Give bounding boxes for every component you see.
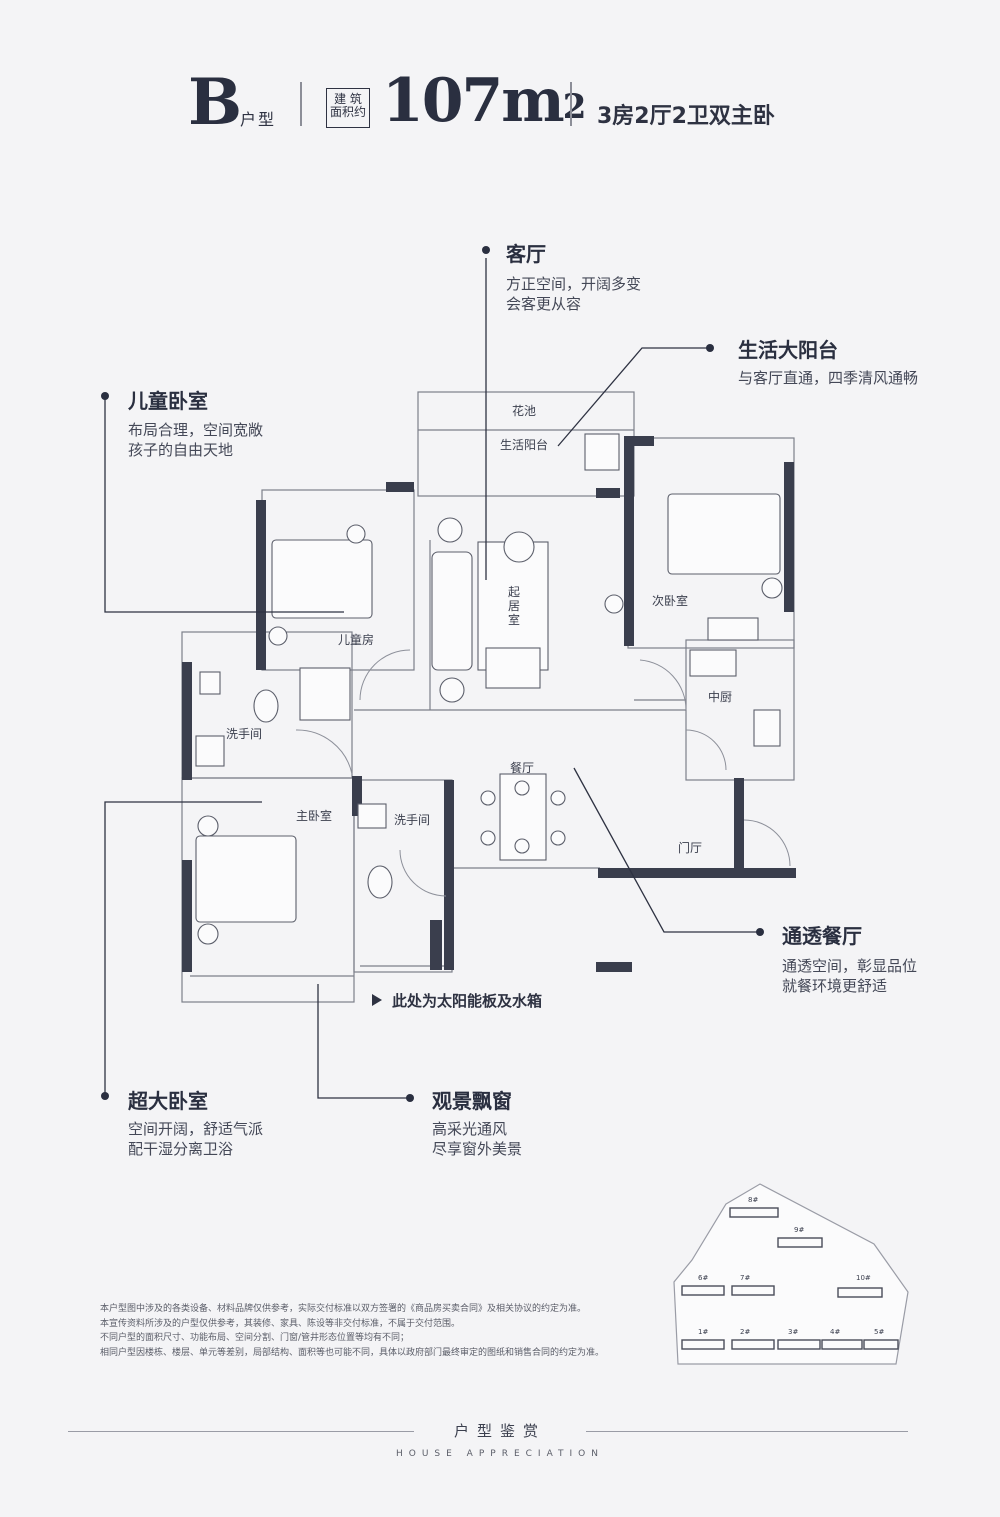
leader-balcony bbox=[557, 347, 708, 447]
footer-title-en: HOUSE APPRECIATION bbox=[395, 1449, 604, 1459]
building-3: 3# bbox=[788, 1328, 798, 1336]
label-second-bedroom: 次卧室 bbox=[652, 593, 688, 608]
callout-dining-title: 通透餐厅 bbox=[782, 924, 862, 948]
callout-dot-balcony bbox=[706, 344, 714, 352]
callout-living-line2: 会客更从容 bbox=[506, 295, 582, 313]
layout-desc: 3房2厅2卫双主卧 bbox=[597, 104, 775, 129]
site-map: 8# 9# 6# 7# 10# 1# 2# 3# 4# 5# bbox=[673, 1183, 909, 1365]
solar-arrow-icon bbox=[372, 994, 382, 1006]
unit-type-label: 户型 bbox=[240, 110, 277, 129]
toilet-1 bbox=[253, 689, 279, 723]
header-divider bbox=[300, 82, 302, 126]
wardrobe bbox=[299, 667, 351, 721]
label-living-2: 居 bbox=[508, 599, 520, 613]
basin-2 bbox=[357, 803, 387, 829]
building-8: 8# bbox=[748, 1196, 758, 1204]
disclaimer-line4: 相同户型因楼栋、楼层、单元等差别，局部结构、面积等也可能不同，具体以政府部门最终… bbox=[100, 1347, 605, 1358]
callout-balcony-line1: 与客厅直通，四季清风通畅 bbox=[738, 369, 919, 387]
stove bbox=[689, 649, 737, 677]
area-sup: 2 bbox=[562, 87, 587, 127]
area-number: 107m bbox=[382, 66, 565, 136]
door-swings bbox=[295, 649, 791, 897]
callout-balcony-title: 生活大阳台 bbox=[738, 338, 838, 362]
building-9: 9# bbox=[794, 1226, 804, 1234]
label-master-bedroom: 主卧室 bbox=[296, 808, 332, 823]
building-6: 6# bbox=[698, 1274, 708, 1282]
label-life-balcony: 生活阳台 bbox=[500, 437, 548, 452]
master-bed bbox=[195, 835, 297, 923]
callout-bay-window-line1: 高采光通风 bbox=[432, 1120, 508, 1138]
callout-dot-master bbox=[101, 1092, 109, 1100]
kitchen-sink bbox=[753, 709, 781, 747]
callout-kids-line2: 孩子的自由天地 bbox=[128, 441, 234, 459]
building-2: 2# bbox=[740, 1328, 750, 1336]
callout-dot-dining bbox=[756, 928, 764, 936]
site-blocks bbox=[681, 1207, 899, 1350]
building-1: 1# bbox=[698, 1328, 708, 1336]
label-dining: 餐厅 bbox=[510, 760, 534, 775]
building-5: 5# bbox=[874, 1328, 884, 1336]
disclaimer-line1: 本户型图中涉及的各类设备、材料品牌仅供参考，实际交付标准以双方签署的《商品房买卖… bbox=[100, 1304, 587, 1314]
site-labels: 8# 9# 6# 7# 10# 1# 2# 3# 4# 5# bbox=[698, 1196, 884, 1336]
unit-letter: B bbox=[188, 65, 243, 140]
kitchen-rack bbox=[707, 617, 759, 641]
label-kids-room: 儿童房 bbox=[338, 632, 374, 647]
footer-rule-left bbox=[68, 1431, 414, 1432]
armchair bbox=[485, 647, 541, 689]
callout-kids-title: 儿童卧室 bbox=[128, 389, 208, 413]
room-labels: 花池 生活阳台 起 居 室 儿童房 次卧室 中厨 洗手间 餐厅 主卧室 洗手间 … bbox=[226, 403, 732, 855]
building-10: 10# bbox=[856, 1274, 871, 1282]
solar-note: 此处为太阳能板及水箱 bbox=[392, 992, 543, 1010]
label-foyer: 门厅 bbox=[678, 840, 702, 855]
leader-lines bbox=[104, 258, 760, 1099]
disclaimer-line2: 本宣传资料所涉及的户型仅供参考，其装修、家具、陈设等非交付标准，不属于交付范围。 bbox=[100, 1318, 461, 1329]
leader-bay-window bbox=[317, 984, 412, 1099]
kids-bed bbox=[271, 539, 373, 619]
callout-master-line2: 配干湿分离卫浴 bbox=[128, 1140, 234, 1158]
label-living-1: 起 bbox=[508, 585, 520, 599]
washer bbox=[195, 735, 225, 767]
callout-dining-line2: 就餐环境更舒适 bbox=[782, 977, 888, 995]
leader-master bbox=[104, 801, 262, 1096]
area-label-line2: 面积约 bbox=[329, 105, 366, 119]
balcony-sink bbox=[584, 433, 620, 471]
callout-bay-window-line2: 尽享窗外美景 bbox=[432, 1140, 523, 1158]
callout-master-line1: 空间开阔，舒适气派 bbox=[128, 1120, 264, 1138]
callout-living-title: 客厅 bbox=[506, 242, 546, 266]
leader-kids bbox=[104, 396, 344, 613]
callout-bay-window-title: 观景飘窗 bbox=[432, 1089, 512, 1113]
building-4: 4# bbox=[830, 1328, 840, 1336]
building-7: 7# bbox=[740, 1274, 750, 1282]
basin-1 bbox=[199, 671, 221, 695]
area-value: 107m2 bbox=[382, 66, 587, 136]
label-washroom-1: 洗手间 bbox=[226, 727, 262, 741]
callout-dot-living bbox=[482, 246, 490, 254]
disclaimer: 本户型图中涉及的各类设备、材料品牌仅供参考，实际交付标准以双方签署的《商品房买卖… bbox=[100, 1302, 604, 1360]
lounge-chair bbox=[503, 531, 535, 563]
sofa bbox=[431, 551, 473, 671]
callout-living-line1: 方正空间，开阔多变 bbox=[506, 275, 642, 293]
header-divider-2 bbox=[570, 82, 572, 126]
area-label-box: 建 筑 面积约 bbox=[326, 88, 370, 128]
label-planter: 花池 bbox=[512, 403, 536, 418]
furniture bbox=[195, 433, 783, 945]
callout-dining-line1: 通透空间，彰显品位 bbox=[782, 957, 918, 975]
callout-dot-bay-window bbox=[406, 1094, 414, 1102]
area-label-line1: 建 筑 bbox=[334, 92, 362, 106]
footer-rule-right bbox=[586, 1431, 908, 1432]
solid-walls bbox=[182, 436, 796, 972]
callout-dot-kids bbox=[101, 392, 109, 400]
label-kitchen: 中厨 bbox=[708, 689, 732, 704]
label-living-3: 室 bbox=[508, 612, 520, 627]
callout-master-title: 超大卧室 bbox=[128, 1089, 208, 1113]
disclaimer-line3: 不同户型的面积尺寸、功能布局、空间分割、门窗/管井形态位置等均有不同； bbox=[100, 1333, 410, 1343]
footer-title-cn: 户型鉴赏 bbox=[453, 1422, 546, 1440]
toilet-2 bbox=[367, 865, 393, 899]
second-bed bbox=[667, 493, 781, 575]
callout-kids-line1: 布局合理，空间宽敞 bbox=[128, 421, 264, 439]
leader-dining bbox=[573, 767, 760, 933]
site-boundary bbox=[673, 1183, 909, 1365]
label-washroom-2: 洗手间 bbox=[394, 813, 430, 827]
